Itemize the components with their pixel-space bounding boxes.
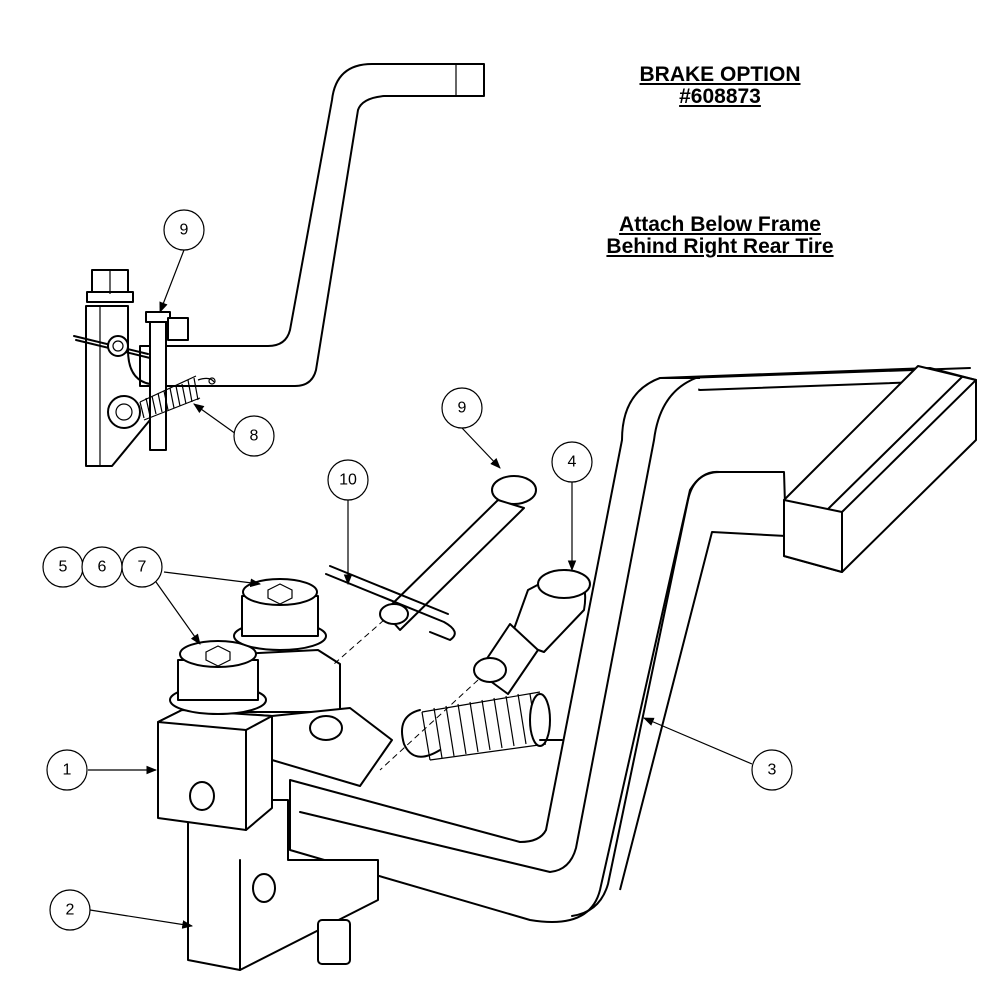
attach-note-line1: Attach Below Frame (619, 213, 821, 236)
leader-9-main (461, 427, 501, 469)
callout-7: 7 (121, 546, 163, 588)
callout-4-label: 4 (568, 454, 577, 471)
detail-bolt (86, 269, 134, 303)
extension-spring (401, 691, 563, 761)
hex-socket-rear (267, 583, 293, 605)
detail-spring-eye (107, 395, 141, 429)
lower-pin-stub (317, 919, 351, 965)
callout-9-main-label: 9 (458, 400, 467, 417)
cap-screw-front (169, 640, 267, 715)
detail-pin-head (145, 311, 171, 323)
lower-bracket (187, 799, 379, 971)
callout-6-label: 6 (98, 559, 107, 576)
detail-pin (145, 311, 189, 451)
leader-8 (193, 403, 237, 435)
lever-end-block (783, 365, 977, 573)
lever-plate (271, 707, 393, 787)
detail-pivot (107, 335, 129, 357)
shoulder-bolt (473, 569, 591, 695)
detail-cotter-pin (73, 335, 151, 359)
lever-outer-edge (299, 377, 697, 873)
leader-2 (89, 909, 194, 929)
alignment-line-pin (333, 619, 385, 665)
cotter-pin (325, 565, 456, 641)
detail-view (73, 63, 485, 467)
brake-option-part-number: #608873 (679, 85, 761, 109)
callout-5-label: 5 (59, 559, 68, 576)
alignment-line-bolt (379, 679, 479, 771)
detail-pin-shank (149, 321, 167, 451)
plate-pin-head (309, 715, 343, 741)
callout-2-label: 2 (66, 902, 75, 919)
callout-5: 5 (42, 546, 84, 588)
brake-lever-arm (289, 367, 977, 923)
callout-1: 1 (46, 749, 88, 791)
callout-7-label: 7 (138, 559, 147, 576)
callout-3: 3 (751, 749, 793, 791)
attach-note: Attach Below Frame Behind Right Rear Tir… (560, 213, 880, 259)
callout-2: 2 (49, 889, 91, 931)
main-view (157, 365, 977, 971)
callout-3-label: 3 (768, 762, 777, 779)
hex-socket-front (205, 645, 231, 667)
callout-6: 6 (81, 546, 123, 588)
leader-7-front (155, 581, 201, 645)
callout-8-label: 8 (250, 428, 259, 445)
lever-inner-edge (571, 471, 721, 917)
clevis-pin (379, 475, 537, 631)
callout-4: 4 (551, 441, 593, 483)
leader-3 (643, 717, 753, 765)
brake-option-title-line1: BRAKE OPTION (639, 63, 801, 86)
detail-spring (107, 375, 216, 429)
callout-10-label: 10 (339, 472, 357, 489)
upper-block (157, 709, 273, 831)
cap-screw-rear (233, 578, 327, 651)
callout-9-detail: 9 (163, 209, 205, 251)
detail-pin-plate (167, 317, 189, 341)
upper-block-hole (189, 781, 215, 811)
detail-brake-lever (139, 63, 485, 387)
leader-7-rear (163, 571, 262, 588)
callout-1-label: 1 (63, 762, 72, 779)
attach-note-line2: Behind Right Rear Tire (606, 235, 834, 259)
brake-option-title: BRAKE OPTION #608873 (600, 63, 840, 109)
callout-9-main: 9 (441, 387, 483, 429)
callout-10: 10 (327, 459, 369, 501)
callout-9-detail-label: 9 (180, 222, 189, 239)
leaders (88, 249, 753, 929)
lower-bracket-hole (252, 873, 276, 903)
callout-8: 8 (233, 415, 275, 457)
leader-9-detail (159, 249, 185, 314)
